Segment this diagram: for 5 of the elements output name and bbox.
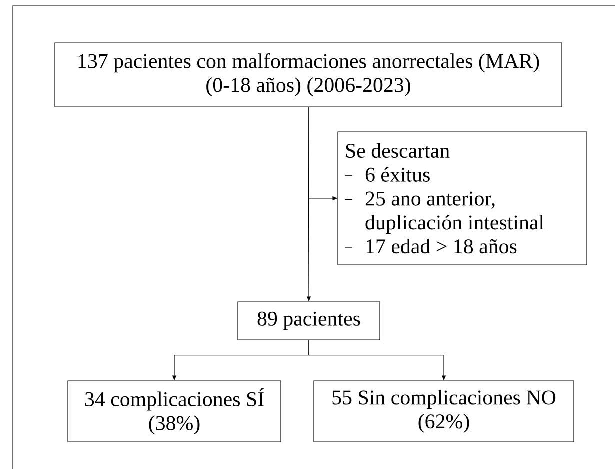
process-box: 34 complicaciones SÍ (38%) (68, 380, 282, 442)
process-box: 137 pacientes con malformaciones anorrectales (MAR) (0-18 años) (2006-2023) (54, 42, 562, 108)
process-box: 89 pacientes (238, 302, 380, 340)
process-box: 55 Sin complicaciones NO (62%) (314, 380, 574, 442)
exclusion-box: Se descartan 6 éxitus 25 ano anterior, duplicación intestinal 17 edad > 18 años (338, 132, 588, 266)
